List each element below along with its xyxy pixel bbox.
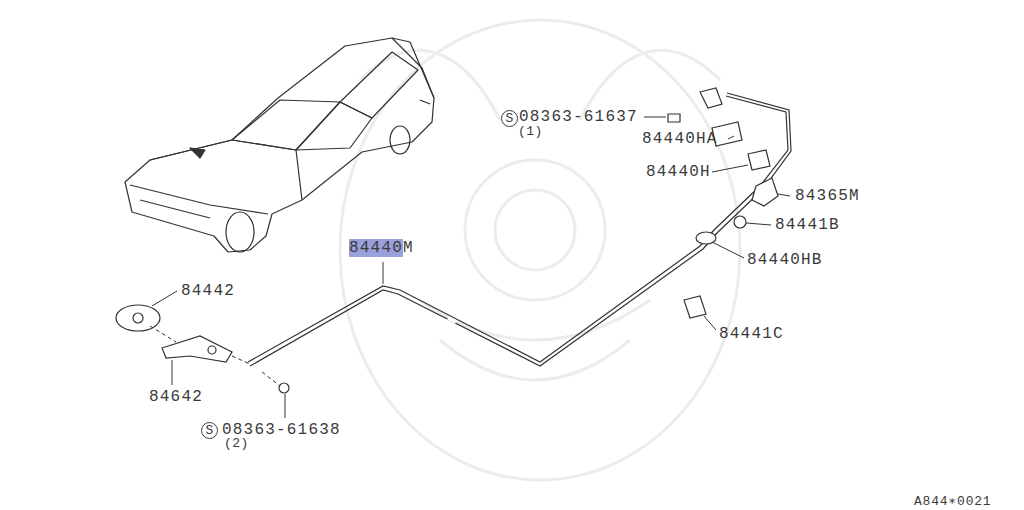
part-number: 08363-61638 [222,422,341,438]
part-number: 84441C [719,326,784,342]
assembly-lines [150,326,280,386]
leader-lines [152,117,790,418]
part-number: 84441B [775,217,840,233]
figure-code: A844∗0021 [914,495,991,508]
part-number: 84440HB [747,252,823,268]
standard-mark: S [201,422,218,439]
part-number: 08363-61637 [519,109,638,125]
quantity: (1) [518,125,543,138]
car-sketch [125,38,434,252]
watermark [340,20,740,480]
release-cable [248,93,791,366]
standard-mark: S [501,110,518,127]
part-number: 84440HA [642,131,718,147]
part-number: 84642 [149,389,203,405]
part-number: 84440M [349,240,414,256]
quantity: (2) [224,437,249,450]
part-number: 84442 [181,283,235,299]
part-number: 84365M [795,188,860,204]
part-number: 84440H [646,164,711,180]
cable-parts [116,88,778,393]
